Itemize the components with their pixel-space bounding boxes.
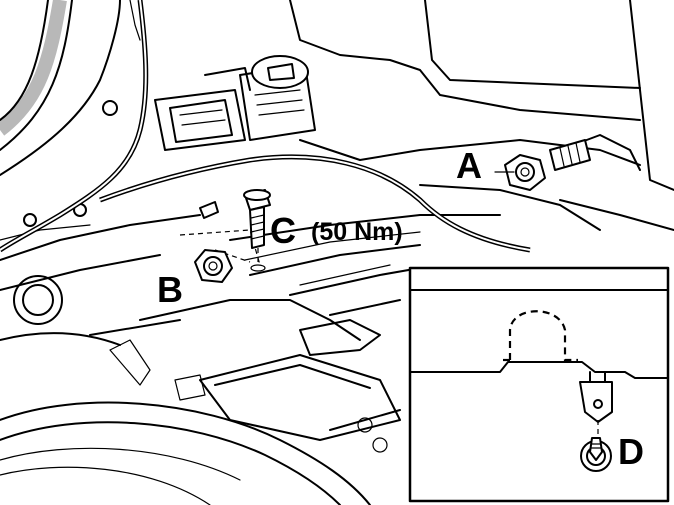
vehicle-jack — [109, 319, 401, 453]
body-side-panel — [0, 0, 141, 227]
bolt-c — [243, 189, 271, 272]
detail-inset — [408, 266, 670, 503]
label-b: B — [157, 269, 183, 310]
seat-belt-retractor — [154, 55, 316, 151]
clip-d — [580, 437, 612, 472]
cable-harness — [0, 0, 531, 253]
spare-wheel — [0, 275, 371, 505]
label-d: D — [618, 431, 644, 472]
nut-b — [194, 201, 233, 283]
label-c: C — [270, 210, 296, 251]
rear-floor-structure — [0, 0, 674, 346]
label-a: A — [456, 145, 482, 186]
torque-spec: (50 Nm) — [311, 218, 403, 246]
stud-a — [549, 139, 591, 171]
nut-a — [494, 154, 546, 191]
